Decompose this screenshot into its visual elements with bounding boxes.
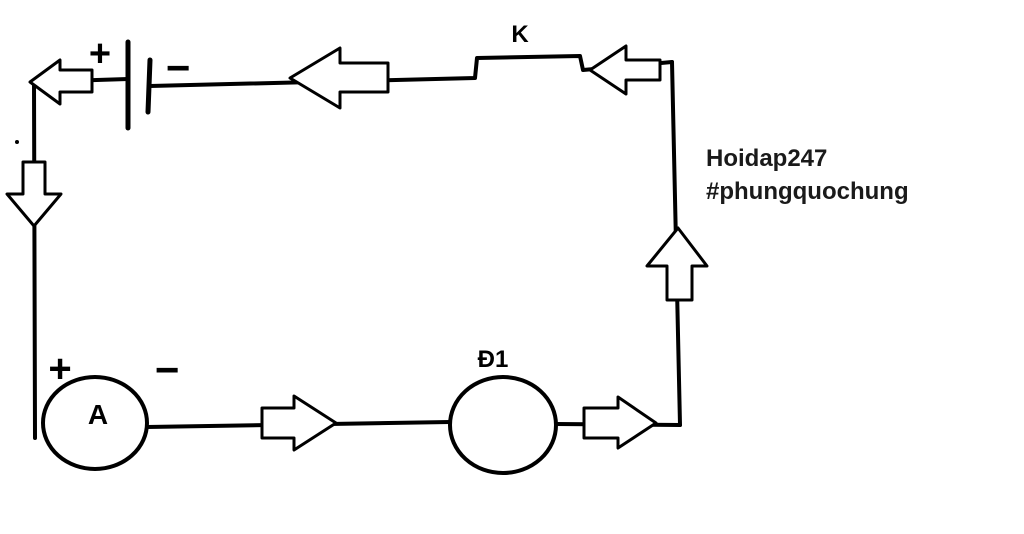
junction-dot bbox=[15, 140, 19, 144]
ammeter-positive-label: + bbox=[48, 347, 71, 391]
current-arrow-top-right-icon bbox=[588, 44, 662, 96]
watermark-author: #phungquochung bbox=[706, 178, 909, 205]
watermark-site: Hoidap247 bbox=[706, 145, 828, 172]
current-arrow-bottom-middle-icon bbox=[260, 394, 338, 452]
current-arrow-right-wire-icon bbox=[645, 226, 709, 302]
lamp-label: Đ1 bbox=[478, 346, 509, 373]
current-arrow-bottom-right-icon bbox=[582, 395, 658, 450]
battery-negative-plate bbox=[145, 57, 153, 115]
lamp-circle bbox=[448, 375, 558, 475]
battery bbox=[125, 39, 153, 131]
ammeter-negative-label: − bbox=[155, 346, 180, 393]
ammeter-circle bbox=[41, 375, 149, 471]
current-arrow-left-wire-icon bbox=[5, 160, 63, 228]
watermark: Hoidap247 #phungquochung bbox=[706, 142, 909, 208]
battery-positive-label: + bbox=[89, 33, 111, 75]
switch-label: K bbox=[511, 21, 529, 48]
wire-left bbox=[32, 80, 37, 440]
ammeter-label: A bbox=[88, 399, 108, 430]
current-arrow-top-middle-icon bbox=[288, 46, 390, 110]
current-arrow-top-left-icon bbox=[28, 58, 94, 106]
battery-negative-label: − bbox=[166, 44, 191, 91]
